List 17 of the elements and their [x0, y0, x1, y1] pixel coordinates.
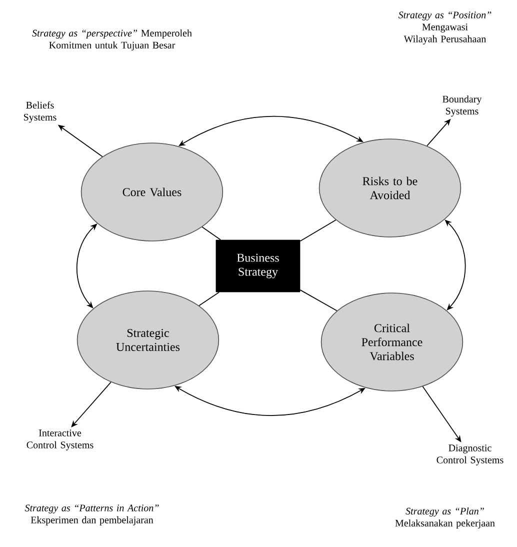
oval-node: Critical Performance Variables — [320, 292, 464, 392]
system-label: Diagnostic Control Systems — [436, 444, 504, 466]
system-label: Beliefs Systems — [24, 101, 56, 123]
strategy-note: Strategy as “perspective” Memperoleh Komitmen untuk Tujuan Besar — [32, 29, 192, 51]
oval-node: Strategic Uncertainties — [76, 290, 220, 390]
strategy-note: Strategy as “Position” Mengawasi Wilayah Perusahaan — [398, 12, 492, 44]
connector-line — [300, 220, 336, 242]
system-label: Interactive Control Systems — [26, 430, 94, 450]
strategy-note: Strategy as “Plan” Melaksanakan pekerjaan — [395, 507, 495, 529]
connector-line — [202, 226, 221, 240]
strategy-note: Strategy as “Patterns in Action” Eksperimen dan pembelajaran — [24, 504, 159, 526]
system-label: Boundary Systems — [442, 95, 482, 117]
connector-line — [198, 292, 220, 306]
connector-line — [300, 289, 338, 312]
oval-node: Core Values — [80, 142, 224, 242]
oval-node: Risks to be Avoided — [318, 138, 462, 238]
strategy-box: Business Strategy — [216, 240, 300, 292]
